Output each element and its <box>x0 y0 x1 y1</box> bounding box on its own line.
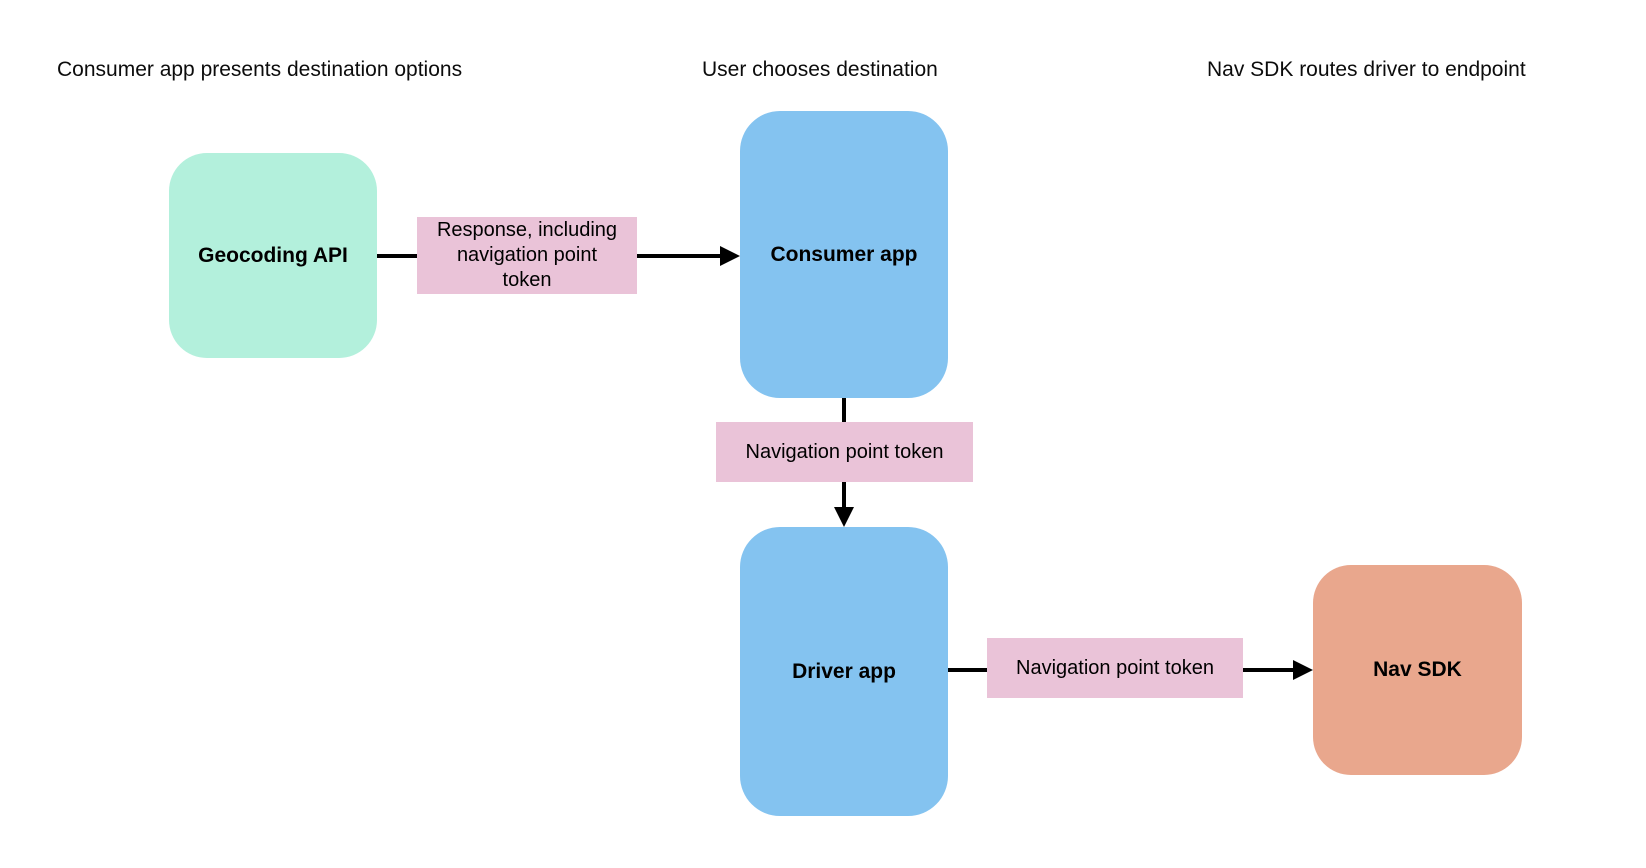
edge-label-response-including-token: Response, including navigation point tok… <box>417 217 637 294</box>
node-label-consumer-app: Consumer app <box>770 242 918 266</box>
node-label-geocoding-api: Geocoding API <box>198 243 348 267</box>
arrowhead-down-icon <box>834 507 854 527</box>
phase-header-consumer-presents: Consumer app presents destination option… <box>57 58 463 81</box>
phase-header-user-chooses: User chooses destination <box>702 58 938 81</box>
node-label-nav-sdk: Nav SDK <box>1373 658 1462 681</box>
node-consumer-app: Consumer app <box>740 111 948 398</box>
edge-label-navigation-point-token-2: Navigation point token <box>987 638 1243 698</box>
edge-label-text: Response, including navigation point tok… <box>436 219 618 291</box>
edge-label-text: Navigation point token <box>745 440 944 463</box>
node-nav-sdk: Nav SDK <box>1313 565 1522 775</box>
node-geocoding-api: Geocoding API <box>169 153 377 358</box>
node-label-driver-app: Driver app <box>792 659 896 683</box>
edge-label-text: Navigation point token <box>1016 656 1214 679</box>
edge-label-navigation-point-token-1: Navigation point token <box>716 422 973 482</box>
node-driver-app: Driver app <box>740 527 948 816</box>
arrowhead-right-icon <box>1293 660 1313 680</box>
arrowhead-right-icon <box>720 246 740 266</box>
phase-header-navsdk-routes: Nav SDK routes driver to endpoint <box>1207 58 1526 81</box>
